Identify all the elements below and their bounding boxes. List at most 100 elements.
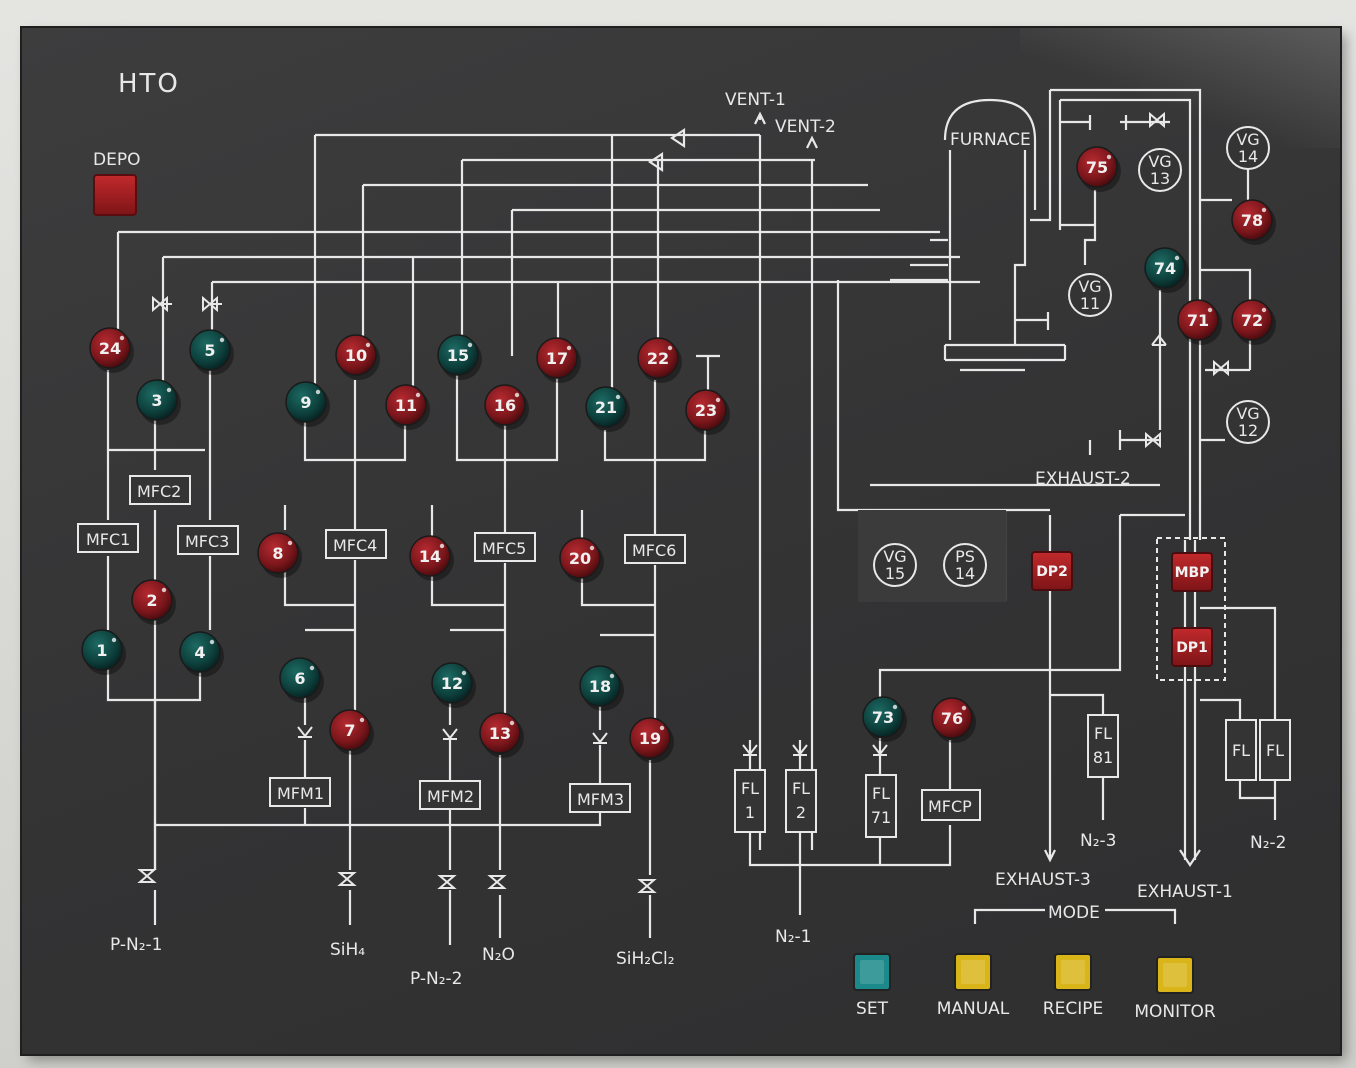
valve-lamp-3[interactable]: 3 [136, 379, 181, 425]
dp2-label: DP2 [1036, 564, 1068, 580]
valve-lamp-22[interactable]: 22 [637, 337, 682, 383]
check-valve-icon [592, 732, 608, 744]
valve-lamp-18[interactable]: 18 [579, 665, 624, 711]
vent-2-label: VENT-2 [775, 117, 836, 137]
valve-lamp-label: 14 [419, 547, 441, 566]
valve-lamp-74[interactable]: 74 [1144, 247, 1189, 293]
source-n2-3: N₂-3 [1080, 831, 1116, 851]
valve-lamp-21[interactable]: 21 [585, 386, 630, 432]
valve-lamp-72[interactable]: 72 [1231, 299, 1276, 345]
mfc-box-4: MFC4 [325, 529, 387, 559]
valves [137, 111, 1229, 893]
exhaust-1-label: EXHAUST-1 [1137, 882, 1233, 902]
valve-lamp-17[interactable]: 17 [536, 337, 581, 383]
source-n2o: N₂O [482, 945, 515, 965]
valve-lamp-14[interactable]: 14 [409, 535, 454, 581]
valve-lamp-73[interactable]: 73 [862, 696, 907, 742]
valve-lamp-19[interactable]: 19 [629, 717, 674, 763]
mfm-box-3: MFM3 [569, 783, 631, 813]
valve-lamp-71[interactable]: 71 [1177, 299, 1222, 345]
mfc-box-2: MFC2 [129, 475, 191, 505]
pipe-lines [106, 88, 1277, 945]
valve-icon [1213, 359, 1229, 377]
mfc-box-label: MFC3 [185, 532, 229, 551]
check-valve-icon [742, 744, 758, 756]
valve-lamp-78[interactable]: 78 [1231, 199, 1276, 245]
mode-label: MODE [1048, 903, 1100, 923]
valve-lamp-label: 24 [99, 339, 121, 358]
manual-button[interactable]: MANUAL [937, 953, 1010, 1019]
valve-lamp-label: 20 [569, 549, 591, 568]
mfcp-label: MFCP [928, 797, 972, 816]
valve-lamp-label: 21 [595, 398, 617, 417]
monitor-button[interactable]: MONITOR [1134, 956, 1216, 1022]
valve-lamp-11[interactable]: 11 [385, 384, 430, 430]
valve-lamp-5[interactable]: 5 [189, 329, 234, 375]
mfc-box-label: MFC1 [86, 530, 130, 549]
check-valves [297, 334, 1167, 756]
valve-lamp-23[interactable]: 23 [685, 389, 730, 435]
mfm-box-label: MFM3 [577, 790, 624, 809]
valve-icon [637, 879, 657, 893]
valve-lamp-9[interactable]: 9 [285, 381, 330, 427]
valve-lamp-label: 1 [96, 641, 107, 660]
mfc-box-5: MFC5 [474, 532, 536, 562]
valve-lamp-2[interactable]: 2 [131, 579, 176, 625]
valve-lamp-label: 12 [441, 674, 463, 693]
set-button[interactable]: SET [853, 953, 891, 1019]
mfm-box-1: MFM1 [269, 777, 331, 807]
valve-lamp-16[interactable]: 16 [484, 384, 529, 430]
pump-box [1156, 537, 1226, 681]
exhaust-3-label: EXHAUST-3 [995, 870, 1091, 890]
mbp-lamp[interactable]: MBP [1171, 552, 1213, 592]
valve-lamp-label: 11 [395, 396, 417, 415]
dp1-lamp[interactable]: DP1 [1171, 627, 1213, 667]
mfm-box-2: MFM2 [419, 780, 481, 810]
valve-lamp-label: 18 [589, 677, 611, 696]
depo-label: DEPO [93, 150, 140, 170]
source-sih2cl2: SiH₂Cl₂ [616, 949, 675, 969]
source-sih4: SiH₄ [330, 940, 365, 960]
valve-lamp-24[interactable]: 24 [89, 327, 134, 373]
dp2-lamp[interactable]: DP2 [1031, 551, 1073, 591]
recipe-button[interactable]: RECIPE [1043, 953, 1103, 1019]
valve-icon [487, 875, 507, 889]
valve-lamp-label: 19 [639, 729, 661, 748]
valve-lamp-8[interactable]: 8 [257, 532, 302, 578]
check-valve-icon [297, 726, 313, 738]
valve-lamp-4[interactable]: 4 [179, 631, 224, 677]
valve-lamp-label: 17 [546, 349, 568, 368]
valve-lamp-1[interactable]: 1 [81, 629, 126, 675]
valve-lamp-label: 23 [695, 401, 717, 420]
valve-lamp-label: 78 [1241, 211, 1263, 230]
valve-lamp-15[interactable]: 15 [437, 334, 482, 380]
mfc-box-label: MFC5 [482, 539, 526, 558]
valve-lamp-label: 9 [300, 393, 311, 412]
valve-lamp-label: 10 [345, 346, 367, 365]
valve-icon [202, 295, 222, 313]
valve-lamp-10[interactable]: 10 [335, 334, 380, 380]
filter-fla: FL [1225, 719, 1257, 781]
valve-lamp-75[interactable]: 75 [1076, 146, 1121, 192]
valve-lamp-20[interactable]: 20 [559, 537, 604, 583]
depo-button[interactable] [93, 174, 137, 216]
valve-lamp-13[interactable]: 13 [479, 712, 524, 758]
exhaust-2-label: EXHAUST-2 [1035, 469, 1131, 489]
check-valve-icon [442, 728, 458, 740]
mfc-box-label: MFC2 [137, 482, 181, 501]
valve-lamp-76[interactable]: 76 [931, 697, 976, 743]
valve-lamp-7[interactable]: 7 [329, 709, 374, 755]
valve-lamp-12[interactable]: 12 [431, 662, 476, 708]
valve-lamp-6[interactable]: 6 [279, 657, 324, 703]
valve-lamp-label: 4 [194, 643, 205, 662]
filter-flb: FL [1259, 719, 1291, 781]
